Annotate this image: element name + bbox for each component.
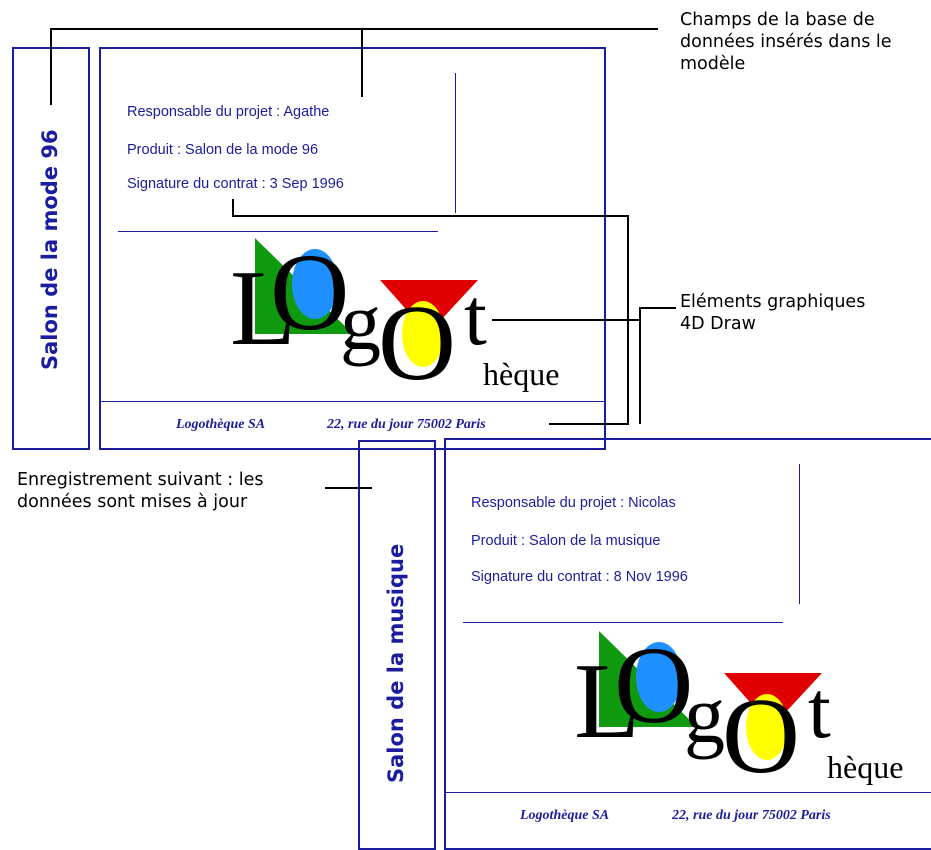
logo-letter-g: g [684, 669, 725, 760]
graphics-leader-line [492, 307, 676, 321]
logo-letter-l: L [574, 642, 640, 761]
logo-blue-ellipse [636, 642, 682, 712]
card-2-product-field: Produit : Salon de la musique [471, 533, 661, 549]
logo-yellow-ellipse [402, 301, 444, 367]
fields-leader-line [50, 28, 658, 105]
card-1-product-field: Produit : Salon de la mode 96 [127, 142, 319, 158]
card-2-signature-field: Signature du contrat : 8 Nov 1996 [471, 569, 688, 585]
next-record-callout-line-2: données sont mises à jour [17, 492, 248, 512]
logo-letter-t: t [464, 271, 487, 362]
card-1-logo: L O g O t hèque [230, 234, 559, 394]
card-1-footer-company: Logothèque SA [176, 417, 266, 432]
card-1-signature-field: Signature du contrat : 3 Sep 1996 [127, 176, 344, 192]
card-1-footer-divider [101, 401, 604, 402]
graphics-callout-line-1: Eléments graphiques [680, 292, 866, 312]
card-1-main-panel [99, 47, 606, 450]
next-record-callout: Enregistrement suivant : les données son… [17, 469, 263, 513]
logo-letter-o-2: O [722, 677, 800, 787]
card-1-horizontal-divider [118, 231, 438, 232]
logo-letter-o-2: O [378, 284, 456, 394]
card-2-manager-field: Responsable du projet : Nicolas [471, 495, 676, 511]
fields-callout: Champs de la base de données insérés dan… [680, 9, 892, 75]
logo-letter-o: O [270, 234, 349, 353]
card-2-vertical-divider [799, 464, 800, 604]
logo-letter-g: g [340, 276, 381, 367]
card-1-footer-address: 22, rue du jour 75002 Paris [327, 417, 486, 432]
logo-blue-ellipse [292, 249, 338, 319]
card-2-footer-divider [446, 792, 931, 793]
graphics-callout: Eléments graphiques 4D Draw [680, 291, 865, 335]
next-record-callout-line-1: Enregistrement suivant : les [17, 470, 264, 490]
fields-callout-line-3: modèle [680, 54, 746, 74]
logo-letter-o: O [614, 627, 693, 746]
card-2-footer-company: Logothèque SA [520, 808, 610, 823]
card-2-logo: L O g O t hèque [574, 627, 903, 787]
logo-letter-t: t [808, 664, 831, 755]
graphics-callout-line-2: 4D Draw [680, 314, 756, 334]
card-1-vertical-divider [455, 73, 456, 213]
signature-leader-line [232, 199, 629, 425]
card-2-horizontal-divider [463, 622, 783, 623]
card-2-footer-address: 22, rue du jour 75002 Paris [672, 808, 831, 823]
logo-letter-l: L [230, 249, 296, 368]
logo-yellow-ellipse [746, 694, 788, 760]
logo-suffix: hèque [483, 356, 559, 392]
card-1-manager-field: Responsable du projet : Agathe [127, 104, 330, 120]
fields-callout-line-2: données insérés dans le [680, 32, 892, 52]
logo-suffix: hèque [827, 749, 903, 785]
fields-callout-line-1: Champs de la base de [680, 10, 875, 30]
